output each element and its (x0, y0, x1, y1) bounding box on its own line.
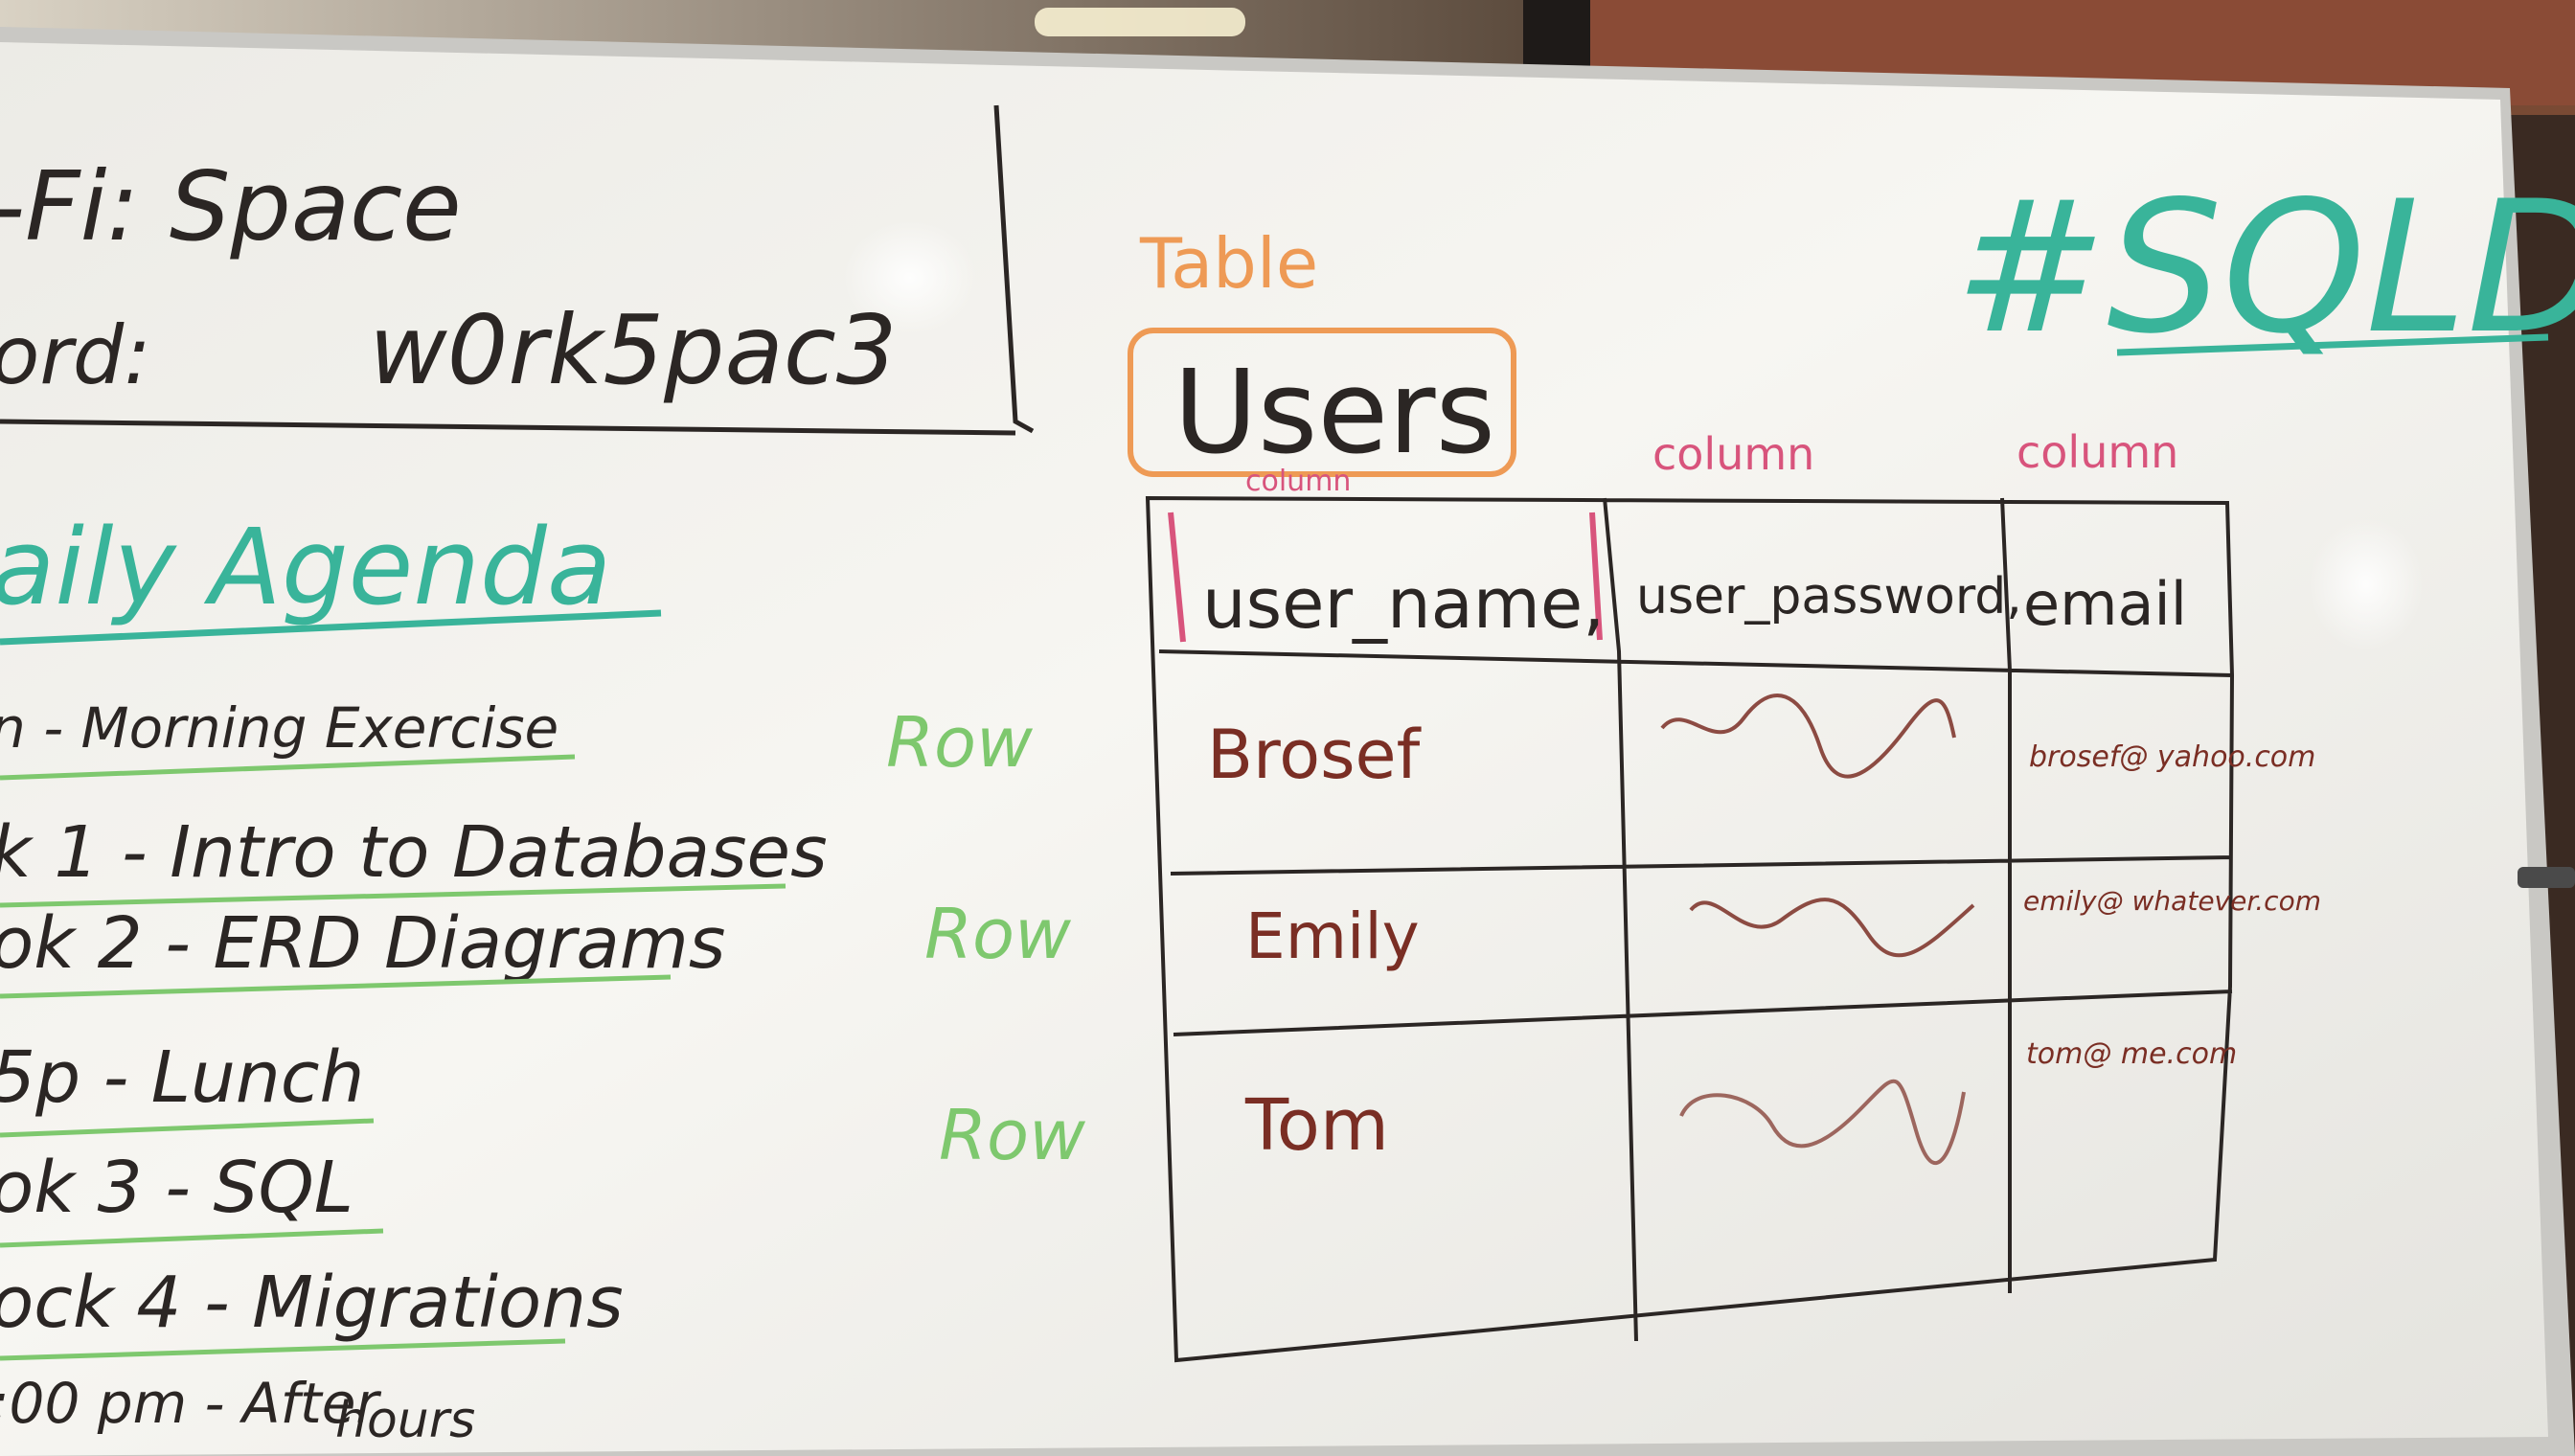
row-label: Row (939, 1095, 1085, 1175)
agenda-item-underline (0, 1118, 375, 1138)
wifi-section: -Fi: Space ord: w0rk5pac3 (0, 104, 1035, 436)
table-grid (1145, 495, 2235, 1363)
ceiling-light (1035, 8, 1245, 36)
agenda-item: n - Morning Exercise (0, 695, 558, 761)
glare-spot (2309, 517, 2424, 651)
whiteboard-surface (0, 42, 2548, 1456)
agenda-item: ok 2 - ERD Diagrams (0, 902, 725, 985)
table-diagram: Table Users column column column Row Row… (886, 223, 2321, 1363)
hashtag-section: #SQLDay (1954, 162, 2575, 374)
password-scribble (1679, 1079, 1966, 1166)
table-name: Users (1174, 347, 1495, 480)
glare-spot (843, 220, 977, 335)
column-header: email (2023, 569, 2187, 639)
primary-key-marker (1168, 512, 1603, 643)
row-name: Emily (1245, 899, 1420, 973)
agenda-item-underline (0, 1228, 384, 1248)
agenda-item-underline (0, 1338, 566, 1361)
agenda-item: :00 pm - After (0, 1371, 381, 1436)
table-name-box (1128, 328, 1516, 477)
agenda-item: 5p - Lunch (0, 1036, 364, 1119)
agenda-item: hours (335, 1392, 475, 1449)
wifi-password-label: ord: (0, 308, 151, 402)
row-name: Tom (1244, 1084, 1389, 1167)
row-name: Brosef (1207, 716, 1422, 794)
row-email: tom@ me.com (2026, 1037, 2237, 1071)
wifi-password-value: w0rk5pac3 (369, 294, 897, 406)
password-scribble (1660, 694, 1956, 779)
agenda-section: aily Agenda n - Morning Exercise k 1 - I… (0, 506, 828, 1449)
row-email: brosef@ yahoo.com (2029, 740, 2315, 774)
column-header: user_password, (1636, 568, 2022, 626)
table-label: Table (1139, 223, 1318, 304)
row-label: Row (886, 702, 1033, 783)
password-scribble (1689, 898, 1975, 958)
agenda-title-underline (0, 609, 662, 646)
wifi-network-text: -Fi: Space (0, 150, 462, 262)
board-clip (2518, 867, 2575, 888)
column-label: column (2017, 426, 2178, 478)
wifi-box-border (0, 104, 1035, 436)
column-header: user_name, (1202, 563, 1605, 644)
agenda-item-underline (0, 883, 786, 908)
row-label: Row (924, 894, 1071, 974)
row-email: emily@ whatever.com (2023, 885, 2321, 917)
column-label: column (1652, 428, 1814, 480)
column-label: column (1245, 465, 1351, 498)
agenda-item: ock 4 - Migrations (0, 1262, 624, 1344)
agenda-item: k 1 - Intro to Databases (0, 811, 828, 894)
agenda-item: ok 3 - SQL (0, 1147, 353, 1229)
hashtag-underline (2116, 333, 2549, 356)
agenda-item-underline (0, 754, 576, 781)
agenda-title: aily Agenda (0, 506, 611, 628)
agenda-item-underline (0, 974, 672, 999)
